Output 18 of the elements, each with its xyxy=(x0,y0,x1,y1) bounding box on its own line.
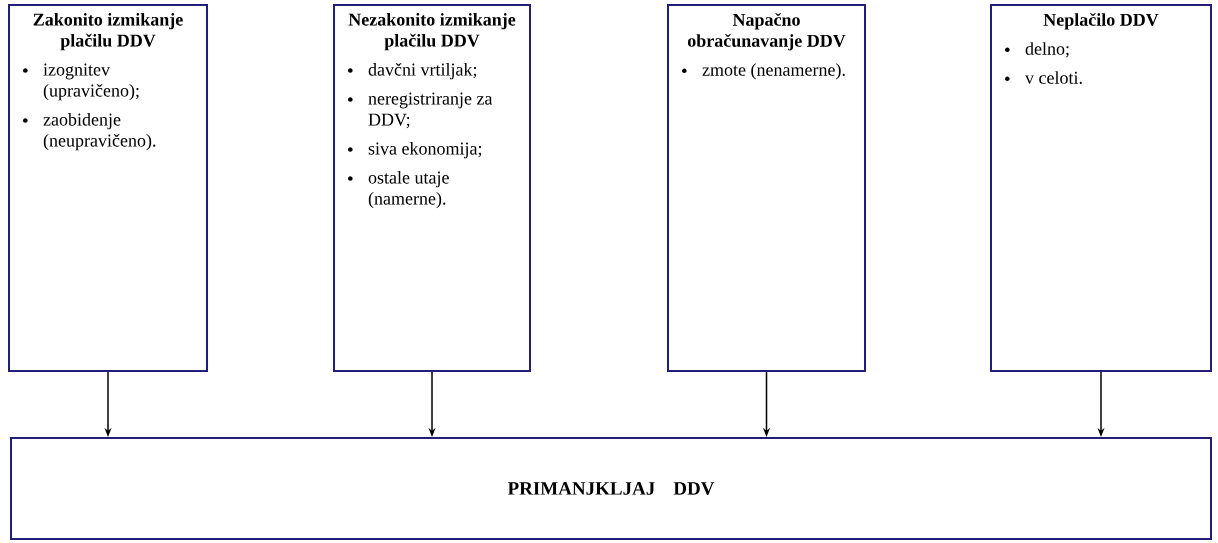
box-heading: Zakonito izmikanje plačilu DDV xyxy=(33,13,183,51)
list-item: delno; xyxy=(1005,42,1069,58)
box-heading: Napačno obračunavanje DDV xyxy=(687,13,846,51)
result-box: PRIMANJKLJAJ DDV xyxy=(10,437,1212,540)
box-heading: Neplačilo DDV xyxy=(1043,13,1159,30)
list-item: neregistriranje za DDV; xyxy=(348,92,493,129)
category-box xyxy=(667,4,866,372)
list-item: siva ekonomija; xyxy=(348,142,482,159)
list-item: ostale utaje (namerne). xyxy=(348,171,449,209)
category-box xyxy=(333,4,531,372)
box-heading: Nezakonito izmikanje plačilu DDV xyxy=(348,13,516,51)
category-box xyxy=(990,4,1212,372)
list-item: zmote (nenamerne). xyxy=(682,63,845,80)
list-item: v celoti. xyxy=(1005,71,1082,84)
category-box xyxy=(8,4,208,372)
list-item: davčni vrtiljak; xyxy=(348,62,477,80)
list-item: izognitev (upravičeno); xyxy=(23,63,139,101)
list-item: zaobidenje (neupravičeno). xyxy=(23,113,156,151)
